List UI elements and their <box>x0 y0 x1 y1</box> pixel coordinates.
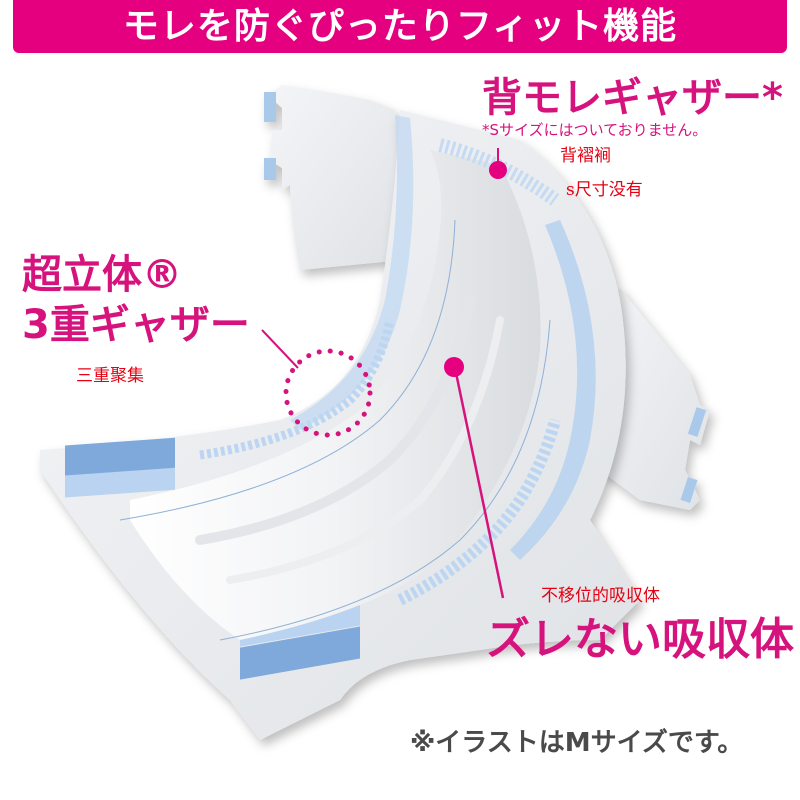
absorber-leader <box>453 367 505 599</box>
triple-gather-leader <box>261 329 299 369</box>
header-title: モレを防ぐぴったりフィット機能 <box>122 5 678 47</box>
footnote: ※イラストはMサイズです。 <box>410 728 744 758</box>
absorber-dot <box>444 357 464 377</box>
absorber-title: ズレない吸収体 <box>486 614 794 665</box>
triple-gather-title-2: 3重ギャザー <box>22 302 250 348</box>
back-gather-translation-1: 背褶裥 <box>560 146 611 166</box>
triple-gather-title-1: 超立体® <box>22 252 182 298</box>
back-gather-note: *Sサイズにはついておりません。 <box>482 121 708 139</box>
back-gather-translation-2: s尺寸没有 <box>566 180 643 200</box>
diaper-body <box>40 110 640 740</box>
back-gather-title: 背モレギャザー* <box>482 75 783 121</box>
back-wing <box>264 85 402 270</box>
back-gather-dot <box>489 161 507 179</box>
header-bar: モレを防ぐぴったりフィット機能 <box>13 0 787 53</box>
triple-gather-translation: 三重聚集 <box>76 366 144 386</box>
absorber-translation: 不移位的吸収体 <box>541 586 660 606</box>
triple-gather-highlight <box>283 348 373 438</box>
